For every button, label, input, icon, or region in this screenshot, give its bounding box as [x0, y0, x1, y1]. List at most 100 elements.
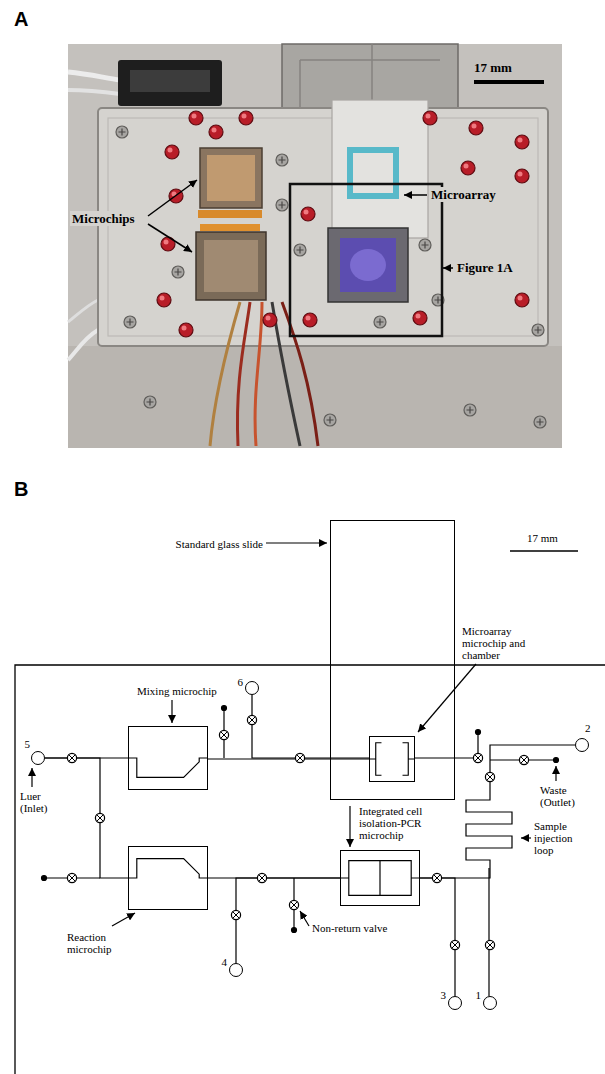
- wire: [282, 302, 318, 446]
- valve-symbol: [69, 875, 75, 881]
- red-screw: [192, 114, 197, 119]
- port-number: 3: [441, 989, 447, 1001]
- red-screw: [239, 111, 253, 125]
- channel-path: [466, 790, 512, 868]
- steel-screw: [124, 316, 136, 328]
- valve-symbol: [67, 873, 76, 882]
- manifold-edge: [108, 118, 538, 336]
- port-dot: [292, 928, 297, 933]
- scale-label: 17 mm: [527, 532, 558, 544]
- steel-screw: [127, 319, 134, 326]
- red-screw: [469, 121, 483, 135]
- photo-callout: Microchips: [70, 211, 137, 226]
- acrylic-manifold: [98, 108, 548, 346]
- leader-arrow: [418, 664, 476, 732]
- fluid-channel: [252, 695, 369, 758]
- valve-symbol: [257, 873, 266, 882]
- valve-symbol: [432, 873, 441, 882]
- port-number: 5: [25, 738, 31, 750]
- red-screw: [426, 114, 431, 119]
- red-screw: [164, 240, 169, 245]
- microchip-window: [340, 238, 396, 292]
- steel-screw: [419, 239, 431, 251]
- steel-screw: [324, 414, 336, 426]
- red-screw: [515, 135, 529, 149]
- cable: [68, 90, 120, 94]
- steel-screw: [116, 126, 128, 138]
- valve-symbol: [219, 730, 228, 739]
- valve-symbol: [289, 900, 298, 909]
- steel-screw: [535, 327, 542, 334]
- valve-symbol: [487, 942, 493, 948]
- fluid-channel: [420, 878, 455, 996]
- port-number: 6: [238, 676, 244, 688]
- valve-symbol: [519, 755, 528, 764]
- manifold-outline: [15, 665, 605, 1074]
- steel-screw: [279, 157, 286, 164]
- photo-callout: Figure 1A: [455, 260, 515, 275]
- leader-arrow: [404, 194, 427, 196]
- red-screw: [165, 145, 179, 159]
- red-screw: [413, 311, 427, 325]
- port-circle: 1: [483, 996, 497, 1010]
- red-screw: [182, 326, 187, 331]
- tube: [68, 300, 98, 322]
- wire: [237, 302, 250, 446]
- valve-symbol: [519, 755, 528, 764]
- valve-symbol: [67, 873, 76, 882]
- leader-arrow: [555, 766, 556, 781]
- red-screw: [212, 128, 217, 133]
- red-screw: [263, 313, 277, 327]
- red-screw: [303, 313, 317, 327]
- port-circle: 2: [575, 738, 589, 752]
- valve-symbol: [231, 910, 240, 919]
- red-screw: [515, 135, 529, 149]
- valve-symbol: [67, 753, 76, 762]
- valve-symbol: [487, 774, 493, 780]
- steel-screw: [276, 199, 288, 211]
- red-screw: [461, 161, 475, 175]
- steel-screw: [374, 316, 386, 328]
- port-number: 4: [222, 956, 228, 968]
- port-number: 2: [585, 722, 591, 734]
- valve-symbol: [219, 730, 228, 739]
- red-screw: [263, 313, 277, 327]
- steel-screw: [422, 242, 429, 249]
- red-screw: [423, 111, 437, 125]
- fluid-channel: [420, 868, 490, 878]
- leader-arrow: [300, 911, 309, 926]
- fluid-channel: [490, 745, 575, 790]
- red-screw: [160, 296, 165, 301]
- steel-screw: [172, 266, 184, 278]
- steel-screw: [532, 324, 544, 336]
- red-screw: [515, 293, 529, 307]
- red-screw: [209, 125, 223, 139]
- microchip: [328, 228, 408, 302]
- red-screw: [472, 124, 477, 129]
- steel-screw: [374, 316, 386, 328]
- valve-symbol: [259, 875, 265, 881]
- microchip-window: [204, 240, 258, 292]
- leader-arrow: [112, 913, 135, 926]
- red-screw: [518, 138, 523, 143]
- red-screw: [469, 121, 483, 135]
- chip-channels: [341, 851, 419, 905]
- figure-frame: [290, 184, 442, 336]
- valve-symbol: [473, 753, 482, 762]
- valve-callout: Non-return valve: [312, 922, 387, 934]
- chip-channels: [129, 847, 207, 909]
- port-number: 1: [476, 989, 482, 1001]
- chip-channels: [460, 790, 518, 868]
- valve-symbol: [95, 813, 104, 822]
- valve-symbol: [295, 753, 304, 762]
- valve-symbol: [450, 940, 459, 949]
- valve-symbol: [69, 755, 75, 761]
- tube: [68, 330, 98, 360]
- red-screw: [168, 148, 173, 153]
- port-circle: 4: [229, 963, 243, 977]
- leader-arrow: [349, 806, 350, 847]
- red-screw: [303, 313, 317, 327]
